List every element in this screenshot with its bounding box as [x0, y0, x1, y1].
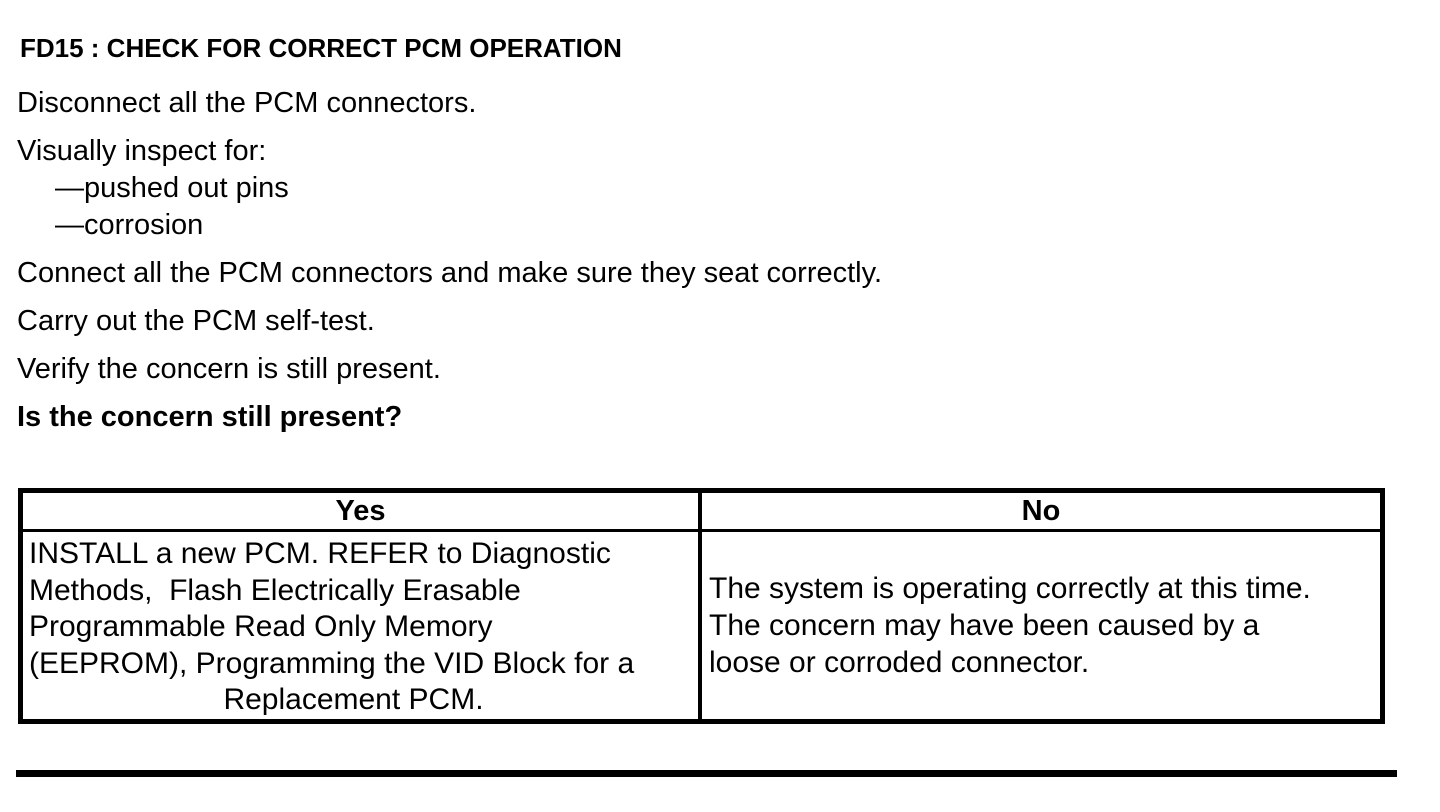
- footer-divider: [16, 770, 1397, 777]
- yes-action-line: Methods, Flash Electrically Erasable: [29, 573, 521, 607]
- yes-action-line: (EEPROM), Programming the VID Block for …: [29, 646, 635, 680]
- step-disconnect: Disconnect all the PCM connectors.: [17, 87, 477, 119]
- step-verify: Verify the concern is still present.: [17, 353, 441, 385]
- table-header-no: No: [1021, 494, 1061, 527]
- table-header-yes: Yes: [23, 493, 702, 529]
- page-title: FD15 : CHECK FOR CORRECT PCM OPERATION: [20, 33, 622, 63]
- step-connect: Connect all the PCM connectors and make …: [17, 257, 883, 289]
- step-inspect-intro: Visually inspect for:: [17, 135, 267, 167]
- yes-action-line: INSTALL a new PCM. REFER to Diagnostic: [29, 537, 611, 570]
- yes-action-line: Replacement PCM.: [223, 683, 484, 716]
- no-action-line: The system is operating correctly at thi…: [709, 572, 1311, 605]
- yes-action-cell: INSTALL a new PCM. REFER to Diagnostic M…: [23, 532, 702, 719]
- results-table-header-row: Yes No: [23, 493, 1380, 532]
- list-item-pushed-out-pins: —pushed out pins: [55, 172, 289, 204]
- yes-action-line: Programmable Read Only Memory: [29, 610, 493, 643]
- no-action-line: The concern may have been caused by a: [709, 609, 1260, 642]
- step-self-test: Carry out the PCM self-test.: [17, 305, 375, 337]
- no-action-cell: The system is operating correctly at thi…: [702, 532, 1380, 719]
- list-item-corrosion: —corrosion: [55, 209, 204, 241]
- step-question: Is the concern still present?: [17, 401, 403, 433]
- no-action-line: loose or corroded connector.: [709, 646, 1090, 679]
- document-page: FD15 : CHECK FOR CORRECT PCM OPERATION D…: [16, 33, 1440, 777]
- results-table: Yes No INSTALL a new PCM. REFER to Diagn…: [18, 488, 1385, 724]
- inspect-list: —pushed out pins —corrosion: [17, 170, 1440, 244]
- results-table-body-row: INSTALL a new PCM. REFER to Diagnostic M…: [23, 532, 1380, 719]
